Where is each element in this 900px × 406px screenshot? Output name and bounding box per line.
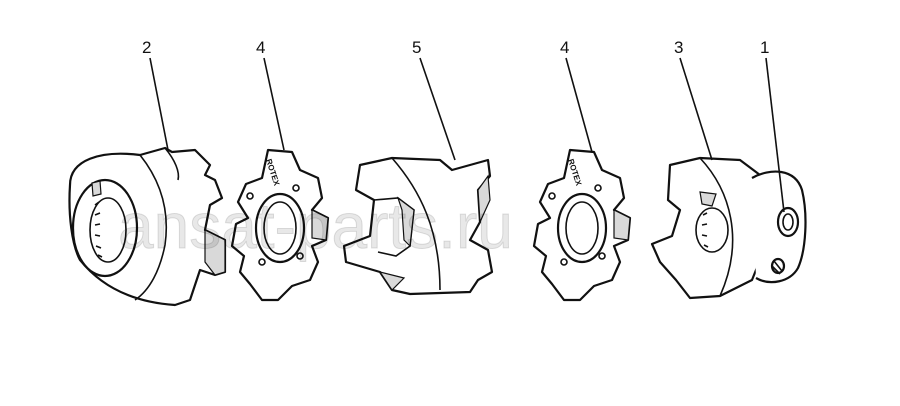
callout-4-left: 4 — [256, 38, 265, 57]
clamp-ring-part-1 — [751, 170, 807, 284]
callout-3: 3 — [674, 38, 683, 57]
spider-part-4-left: ROTEX — [230, 148, 330, 302]
callout-leaders — [149, 57, 785, 213]
clamp-hub-part-3 — [650, 156, 770, 300]
callout-1: 1 — [760, 38, 769, 57]
spider-part-4-right: ROTEX — [532, 148, 632, 302]
watermark: ansat-parts.ru — [118, 190, 513, 262]
callout-4-right: 4 — [560, 38, 569, 57]
callout-labels: 2 4 5 4 3 1 — [142, 38, 769, 57]
callout-5: 5 — [412, 38, 421, 57]
hub-part-2 — [68, 146, 227, 307]
callout-2: 2 — [142, 38, 151, 57]
centre-part-5 — [342, 156, 494, 296]
